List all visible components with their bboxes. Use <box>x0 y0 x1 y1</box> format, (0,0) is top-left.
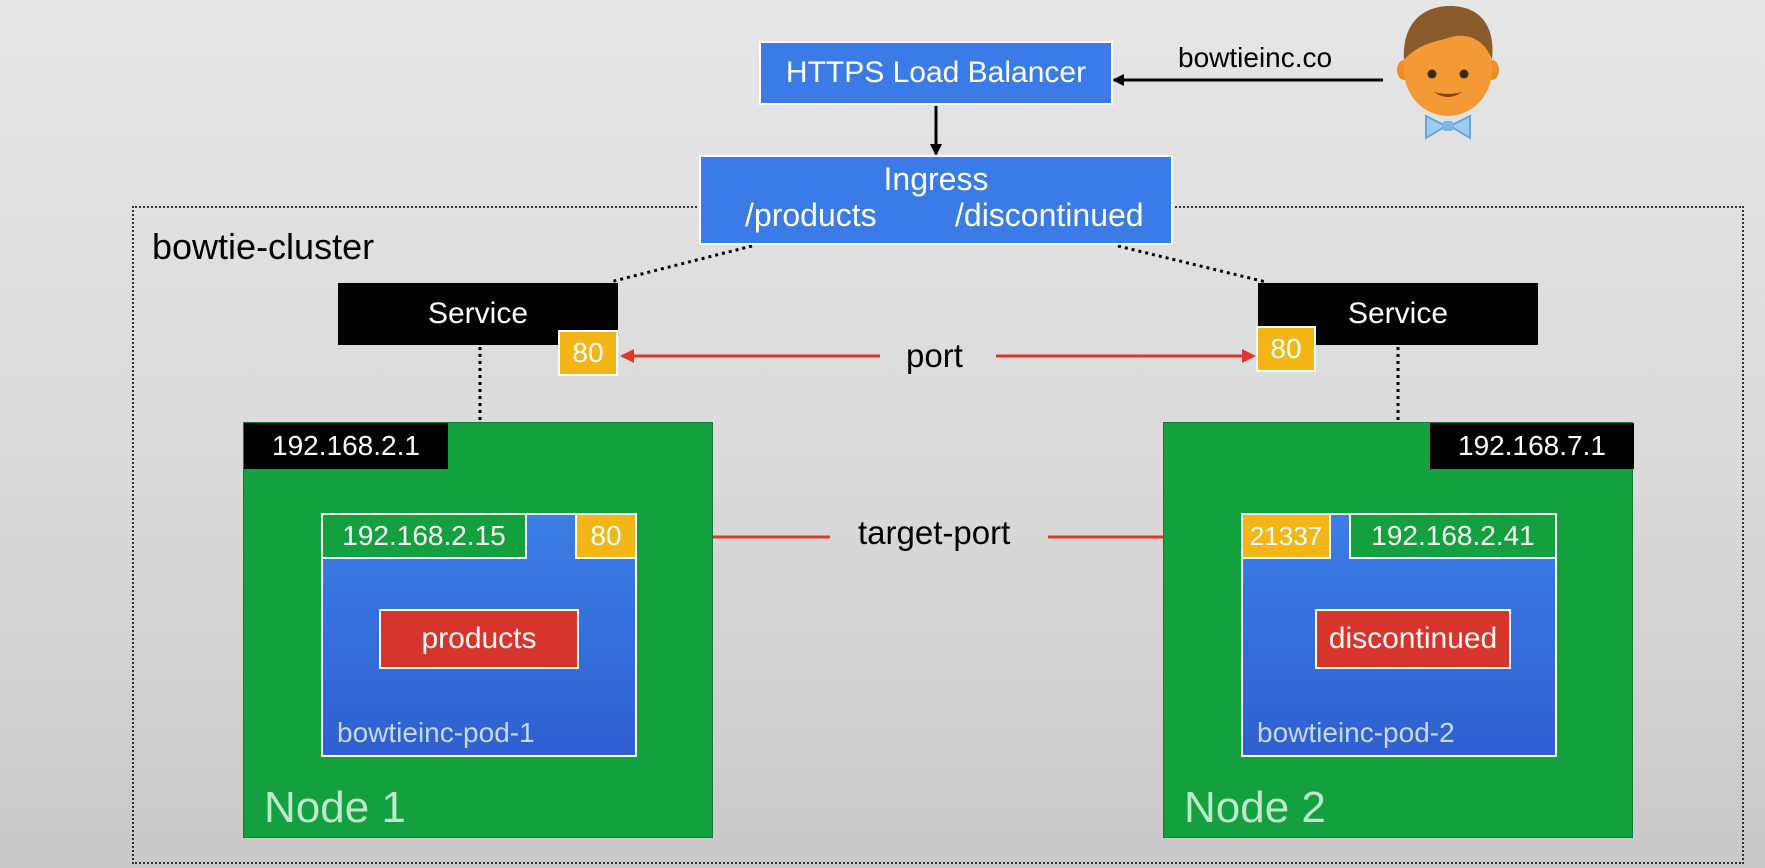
https-load-balancer: HTTPS Load Balancer <box>759 41 1113 105</box>
pod-1-name: bowtieinc-pod-1 <box>337 717 535 748</box>
node-1: 192.168.2.1 192.168.2.15 80 products bow… <box>243 422 713 838</box>
port-label: port <box>906 337 963 374</box>
node-2-name: Node 2 <box>1184 783 1326 832</box>
pod-1-port-badge: 80 <box>575 513 637 559</box>
bowtie-user-avatar-icon <box>1397 6 1499 140</box>
pod-2: 21337 192.168.2.41 discontinued bowtiein… <box>1241 513 1557 757</box>
pod-1: 192.168.2.15 80 products bowtieinc-pod-1 <box>321 513 637 757</box>
node-2: 192.168.7.1 21337 192.168.2.41 discontin… <box>1163 422 1634 838</box>
node-1-ip: 192.168.2.1 <box>244 423 448 469</box>
domain-label: bowtieinc.co <box>1178 42 1333 73</box>
app-discontinued: discontinued <box>1315 609 1511 669</box>
ingress-to-service-left <box>609 244 753 284</box>
target-port-label: target-port <box>858 514 1011 551</box>
cluster-label: bowtie-cluster <box>152 226 375 267</box>
app-products: products <box>379 609 579 669</box>
ingress-path-products: /products <box>745 197 877 233</box>
pod-2-name: bowtieinc-pod-2 <box>1257 717 1455 748</box>
pod-1-ip: 192.168.2.15 <box>321 513 527 559</box>
ingress-path-discontinued: /discontinued <box>955 197 1144 233</box>
pod-2-ip: 192.168.2.41 <box>1349 513 1557 559</box>
node-2-ip: 192.168.7.1 <box>1430 423 1634 469</box>
ingress-to-service-right <box>1117 244 1267 284</box>
ingress-title: Ingress <box>883 161 989 197</box>
node-1-name: Node 1 <box>264 783 406 832</box>
pod-2-port-badge: 21337 <box>1241 513 1331 559</box>
service-left: Service <box>338 283 618 345</box>
service-right-port-badge: 80 <box>1256 326 1316 372</box>
ingress: Ingress /products /discontinued <box>699 155 1173 245</box>
service-left-port-badge: 80 <box>558 330 618 376</box>
